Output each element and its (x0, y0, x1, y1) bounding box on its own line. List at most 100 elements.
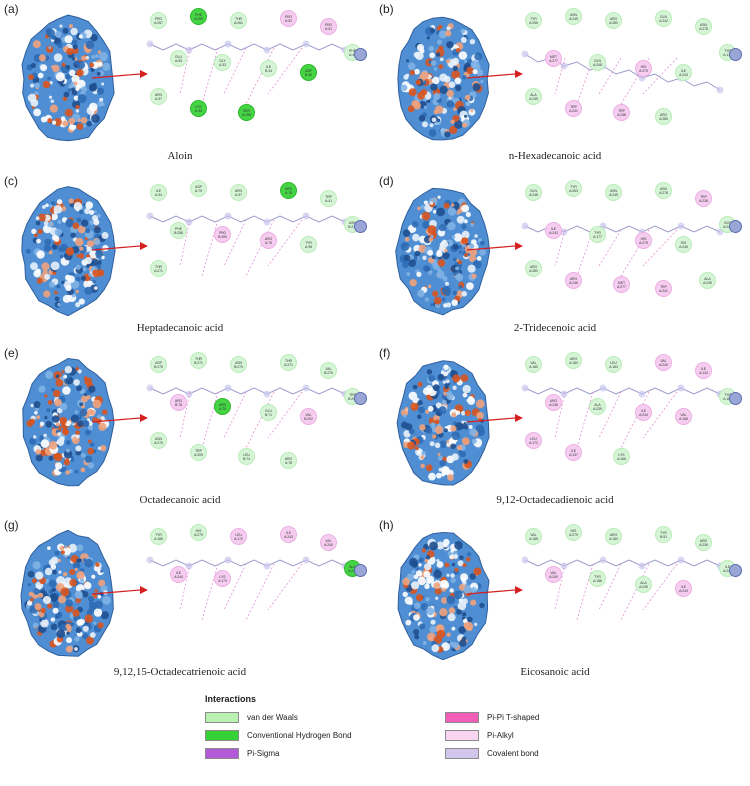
residue-name: LYS (219, 574, 226, 579)
residue-number: A:164 (609, 364, 618, 369)
residue-number: A:243 (549, 230, 558, 235)
residue-name: ASN (610, 188, 617, 193)
residue-number: A:75 (265, 240, 272, 245)
residue-name: ALA (594, 402, 601, 407)
residue-name: ARG (569, 276, 578, 281)
residue-name: TYR (305, 240, 312, 245)
residue-number: A:244 (723, 568, 732, 573)
residue-name: ALA (704, 276, 711, 281)
residue-name: THR (155, 264, 162, 269)
protein-surface-image (393, 14, 493, 149)
legend-label: Pi-Sigma (247, 748, 280, 758)
residue-number: B:269 (218, 234, 227, 239)
pointer-arrow (91, 70, 148, 79)
residue-name: ILE (265, 64, 272, 69)
residue-number: A:239 (593, 406, 602, 411)
legend-swatch (205, 711, 239, 723)
residue-number: A:180 (569, 360, 578, 365)
residue-name: ILE (680, 68, 687, 73)
residue-name: ALA (640, 580, 647, 585)
oxygen-end-marker (729, 564, 742, 577)
residue-number: B:276 (324, 370, 333, 375)
residue-name: TYR (530, 16, 537, 21)
residue-number: A:41 (325, 198, 332, 203)
residue-name: PHE (175, 226, 182, 231)
residue-number: A:278 (699, 26, 708, 31)
residue-number: B:258 (174, 230, 183, 235)
residue-number: A:37 (235, 192, 242, 197)
residue-number: A:172 (529, 440, 538, 445)
residue-number: A:279 (639, 240, 648, 245)
residue-name: ARG (699, 538, 708, 543)
protein-surface-image (18, 186, 118, 321)
residue-number: A:240 (549, 574, 558, 579)
residue-number: B:270 (234, 364, 243, 369)
residue-number: A:238 (699, 198, 708, 203)
residue-number: A:241 (569, 108, 578, 113)
panel-letter: (f) (379, 346, 391, 360)
residue-name: THR (195, 356, 202, 361)
compound-name: n-Hexadecanoic acid (508, 150, 602, 162)
residue-number: A:177 (723, 52, 732, 57)
residue-name: LYS (195, 104, 202, 109)
residue-name: ILE (724, 564, 731, 569)
protein-surface-image (18, 14, 118, 149)
residue-name: TRP (660, 284, 667, 289)
residue-number: A:279 (194, 532, 203, 537)
residue-number: A:185 (529, 536, 538, 541)
compound-name: Heptadecanoic acid (136, 322, 224, 334)
oxygen-end-marker (729, 48, 742, 61)
residue-name: TRP (570, 104, 577, 109)
residue-name: GLN (660, 14, 667, 19)
residue-number: A:98 (305, 244, 312, 249)
residue-number: A:249 (569, 16, 578, 21)
oxygen-end-marker (729, 220, 742, 233)
residue-number: B:36 (305, 72, 312, 77)
residue-name: VAL (325, 538, 332, 543)
compound-name: 9,12-Octadecadienoic acid (496, 494, 614, 506)
residue-number: A:270 (154, 440, 163, 445)
residue-number: A:239 (348, 568, 357, 573)
panel-letter: (c) (4, 174, 18, 188)
pointer-arrow (91, 242, 148, 251)
protein-surface-image (393, 358, 493, 493)
residue-number: A:239 (639, 584, 648, 589)
residue-name: HIS (640, 236, 647, 241)
residue-name: THR (285, 358, 292, 363)
residue-name: GLY (219, 58, 226, 63)
